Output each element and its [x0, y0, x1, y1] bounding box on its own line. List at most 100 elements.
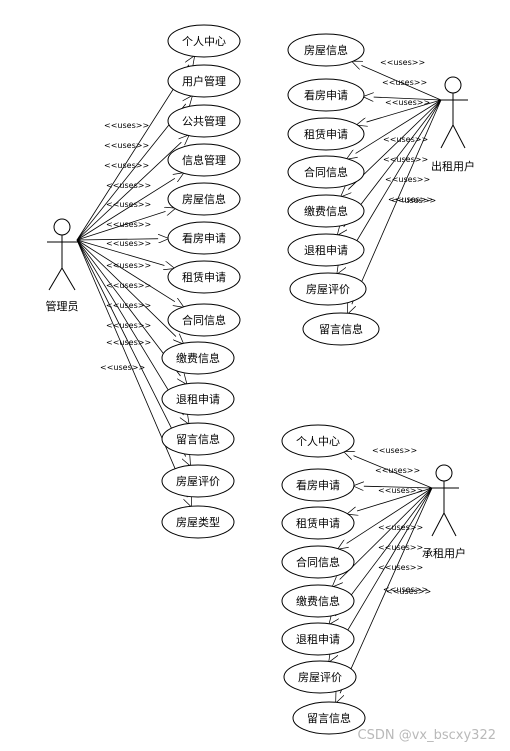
admin-use-case[interactable]: 公共管理 [167, 104, 241, 138]
use-case-ellipse [292, 701, 366, 735]
uses-stereotype-label: <<uses>> [100, 363, 145, 372]
tenant-use-case[interactable]: 合同信息 [281, 545, 355, 579]
use-case-ellipse [167, 143, 241, 177]
admin-use-case[interactable]: 房屋类型 [161, 505, 235, 539]
use-case-ellipse [281, 468, 355, 502]
landlord-use-case[interactable]: 租赁申请 [287, 117, 365, 151]
landlord-association-line [352, 61, 442, 101]
use-case-ellipse [281, 506, 355, 540]
use-case-ellipse [287, 194, 365, 228]
tenant-use-case[interactable]: 看房申请 [281, 468, 355, 502]
landlord-use-case[interactable]: 房屋评价 [289, 272, 367, 306]
uses-stereotype-label: <<uses>> [382, 78, 427, 87]
uses-stereotype-label: <<uses>> [106, 220, 151, 229]
tenant-use-cases: <<uses>><<uses>><<uses>><<uses>><<uses>>… [281, 424, 433, 735]
landlord-association-line [364, 97, 442, 100]
uses-stereotype-label: <<uses>> [104, 121, 149, 130]
uses-stereotype-label: <<uses>> [104, 141, 149, 150]
landlord-use-case[interactable]: 缴费信息 [287, 194, 365, 228]
uses-stereotype-label: <<uses>> [385, 175, 430, 184]
tenant-use-case[interactable]: 房屋评价 [283, 660, 357, 694]
use-case-label: 房屋类型 [176, 515, 220, 529]
use-case-ellipse [287, 155, 365, 189]
uses-stereotype-label: <<uses>> [106, 239, 151, 248]
use-case-ellipse [302, 312, 380, 346]
use-case-ellipse [281, 424, 355, 458]
landlord-use-cases: <<uses>><<uses>><<uses>><<uses>><<uses>>… [287, 33, 442, 346]
use-case-ellipse [161, 341, 235, 375]
use-case-label: 合同信息 [304, 165, 348, 179]
landlord-use-case[interactable]: 退租申请 [287, 233, 365, 267]
landlord-use-case[interactable]: 留言信息 [302, 312, 380, 346]
use-case-label: 看房申请 [296, 478, 340, 492]
uses-stereotype-label: <<uses>> [106, 261, 151, 270]
landlord-use-case[interactable]: 合同信息 [287, 155, 365, 189]
uses-stereotype-label: <<uses>> [378, 543, 423, 552]
use-case-ellipse [167, 221, 241, 255]
use-case-ellipse [167, 260, 241, 294]
use-case-label: 租赁申请 [304, 127, 348, 141]
actor-tenant: 承租用户 [422, 464, 466, 560]
use-case-ellipse [283, 660, 357, 694]
use-case-ellipse [167, 303, 241, 337]
uses-stereotype-label: <<uses>> [106, 321, 151, 330]
admin-association-line [76, 208, 175, 241]
tenant-use-case[interactable]: 个人中心 [281, 424, 355, 458]
admin-use-case[interactable]: 留言信息 [161, 422, 235, 456]
use-case-ellipse [287, 117, 365, 151]
admin-use-case[interactable]: 房屋信息 [167, 182, 241, 216]
tenant-use-case[interactable]: 租赁申请 [281, 506, 355, 540]
landlord-use-case[interactable]: 房屋信息 [287, 33, 365, 67]
use-case-label: 信息管理 [182, 153, 226, 167]
admin-use-case[interactable]: 退租申请 [161, 382, 235, 416]
use-case-ellipse [161, 464, 235, 498]
use-case-label: 留言信息 [319, 322, 363, 336]
admin-use-case[interactable]: 个人中心 [167, 24, 241, 58]
use-case-label: 公共管理 [182, 114, 226, 128]
admin-use-case[interactable]: 用户管理 [167, 64, 241, 98]
tenant-association-line [344, 452, 433, 489]
stick-figure-icon [438, 76, 468, 149]
actor-admin-label: 管理员 [46, 299, 79, 313]
use-case-ellipse [161, 382, 235, 416]
tenant-use-case[interactable]: 留言信息 [292, 701, 366, 735]
uses-stereotype-label: <<uses>> [388, 195, 433, 204]
use-case-label: 个人中心 [182, 35, 226, 48]
uses-stereotype-label: <<uses>> [106, 301, 151, 310]
use-case-ellipse [289, 272, 367, 306]
admin-use-case[interactable]: 信息管理 [167, 143, 241, 177]
landlord-use-case[interactable]: 看房申请 [287, 78, 365, 112]
uses-stereotype-label: <<uses>> [106, 281, 151, 290]
uses-stereotype-label: <<uses>> [106, 200, 151, 209]
landlord-association-line [347, 99, 442, 159]
use-case-label: 缴费信息 [296, 594, 340, 608]
stick-figure-icon [429, 464, 459, 537]
admin-use-case[interactable]: 房屋评价 [161, 464, 235, 498]
admin-use-case[interactable]: 合同信息 [167, 303, 241, 337]
admin-association-line [76, 239, 191, 506]
landlord-association-line [357, 99, 442, 125]
admin-association-line [76, 135, 189, 241]
tenant-association-line [348, 487, 433, 514]
tenant-use-case[interactable]: 缴费信息 [281, 584, 355, 618]
admin-use-case[interactable]: 租赁申请 [167, 260, 241, 294]
use-case-label: 留言信息 [307, 711, 351, 725]
use-case-label: 看房申请 [182, 231, 226, 245]
uses-stereotype-label: <<uses>> [372, 446, 417, 455]
actor-landlord-label: 出租用户 [431, 159, 475, 173]
use-case-ellipse [287, 33, 365, 67]
uses-stereotype-label: <<uses>> [106, 338, 151, 347]
uses-stereotype-label: <<uses>> [386, 587, 431, 596]
use-case-label: 房屋信息 [182, 192, 226, 206]
admin-use-case[interactable]: 看房申请 [167, 221, 241, 255]
tenant-use-case[interactable]: 退租申请 [281, 622, 355, 656]
use-case-label: 房屋评价 [306, 283, 350, 296]
admin-association-line [76, 239, 183, 307]
use-case-label: 房屋信息 [304, 43, 348, 57]
uses-stereotype-label: <<uses>> [106, 181, 151, 190]
admin-use-case[interactable]: 缴费信息 [161, 341, 235, 375]
use-case-label: 退租申请 [296, 633, 340, 646]
use-case-label: 缴费信息 [176, 351, 220, 365]
use-case-ellipse [161, 422, 235, 456]
